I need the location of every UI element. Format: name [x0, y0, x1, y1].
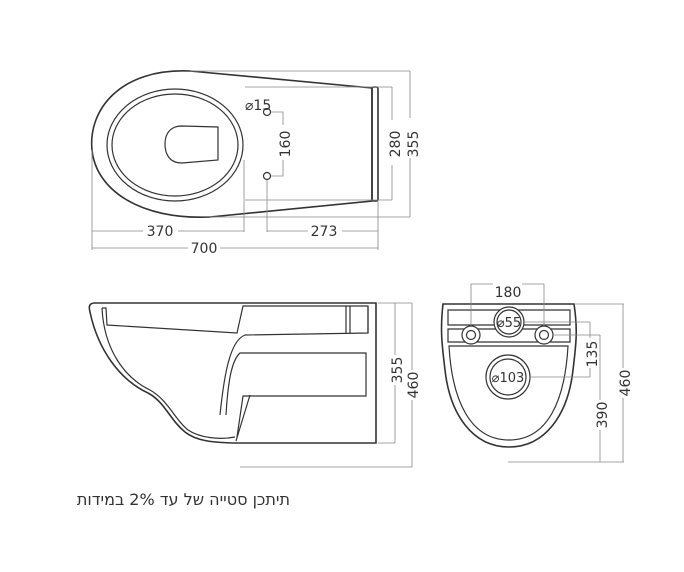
dim-side-460: 460	[406, 372, 422, 399]
dim-inlet-to-outlet: 135	[585, 341, 601, 368]
dim-inner-height: 280	[388, 131, 404, 158]
bolt-hole-right-icon	[538, 329, 550, 341]
wall-plate-top	[371, 86, 379, 202]
bowl-outline-front	[440, 303, 578, 448]
dim-side-355: 355	[390, 357, 406, 384]
bowl-outline-top	[90, 70, 373, 218]
side-view: 355 460	[88, 302, 422, 468]
bolt-hole-left-icon	[465, 329, 477, 341]
dim-front-to-hole: 370	[147, 224, 174, 240]
tolerance-note: תיתכן סטייה של עד 2% במידות	[76, 490, 290, 509]
dim-hole-to-wall: 273	[311, 224, 338, 240]
fixing-hole-icon	[262, 171, 272, 181]
dim-bolt-spacing: 180	[495, 285, 522, 301]
dim-front-total-height: 460	[618, 370, 634, 397]
top-view: ⌀15 160 280 355 370 273 700	[90, 70, 422, 257]
dim-total-height: 355	[406, 131, 422, 158]
dim-hole-diameter: ⌀15	[245, 98, 271, 114]
rim-inner	[111, 93, 239, 197]
fixing-hole-icon	[262, 107, 272, 117]
dim-outlet-diameter: ⌀103	[492, 371, 525, 386]
dim-inlet-diameter: ⌀55	[497, 316, 521, 331]
dim-hole-spacing: 160	[278, 131, 294, 158]
bowl-opening	[164, 125, 219, 164]
dim-total-length: 700	[191, 241, 218, 257]
rim-outer	[106, 88, 244, 202]
bowl-outline-side	[88, 302, 377, 444]
front-view: ⌀55 ⌀103 180 135 390 460	[440, 283, 634, 463]
dim-bolt-to-bottom: 390	[595, 402, 611, 429]
